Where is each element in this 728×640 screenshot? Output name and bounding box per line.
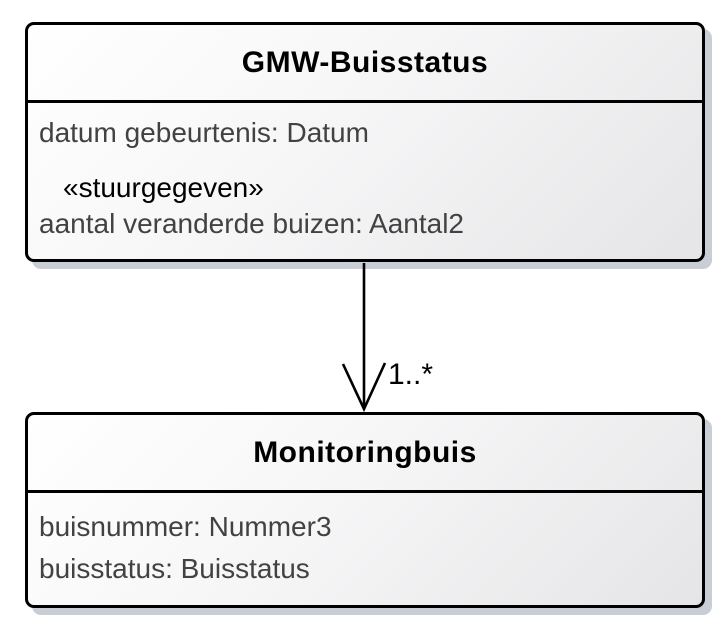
class-title-monitoringbuis: Monitoringbuis xyxy=(28,415,702,493)
attribute-aantal-veranderde-buizen: aantal veranderde buizen: Aantal2 xyxy=(39,208,464,239)
attributes-compartment: datum gebeurtenis: Datum «stuurgegeven» … xyxy=(28,103,702,242)
multiplicity-label: 1..* xyxy=(388,358,434,391)
attribute-buisnummer: buisnummer: Nummer3 xyxy=(39,511,332,542)
stereotype-stuurgegeven: «stuurgegeven» xyxy=(63,172,264,203)
class-box-monitoringbuis[interactable]: Monitoringbuis buisnummer: Nummer3 buiss… xyxy=(25,412,705,608)
attribute-buisstatus: buisstatus: Buisstatus xyxy=(39,553,310,584)
class-title-gmw-buisstatus: GMW-Buisstatus xyxy=(28,25,702,103)
attribute-datum-gebeurtenis: datum gebeurtenis: Datum xyxy=(39,117,369,148)
class-box-gmw-buisstatus[interactable]: GMW-Buisstatus datum gebeurtenis: Datum … xyxy=(25,22,705,262)
open-arrowhead-icon xyxy=(341,362,387,413)
attributes-compartment: buisnummer: Nummer3 buisstatus: Buisstat… xyxy=(28,493,702,587)
